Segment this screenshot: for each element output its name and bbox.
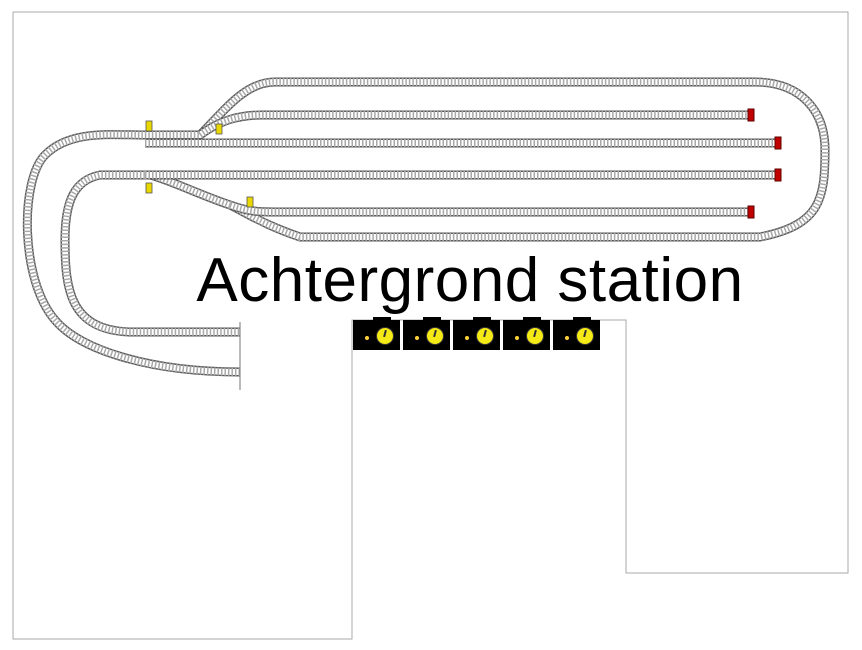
dial-icon[interactable] xyxy=(526,327,544,345)
dial-icon[interactable] xyxy=(426,327,444,345)
buffer-stops xyxy=(747,108,782,219)
station-title: Achtergrond station xyxy=(196,246,744,315)
yard-sidings xyxy=(145,110,775,217)
controller-knob-2[interactable] xyxy=(403,317,450,350)
board-outline xyxy=(12,11,849,640)
dial-icon[interactable] xyxy=(376,327,394,345)
controller-knob-5[interactable] xyxy=(553,317,600,350)
controller-knob-3[interactable] xyxy=(453,317,500,350)
signals xyxy=(145,120,254,208)
track-outer-loop xyxy=(22,77,830,377)
controller-knob-1[interactable] xyxy=(353,317,400,350)
dial-icon[interactable] xyxy=(576,327,594,345)
control-panel xyxy=(353,317,600,350)
controller-knob-4[interactable] xyxy=(503,317,550,350)
dial-icon[interactable] xyxy=(476,327,494,345)
